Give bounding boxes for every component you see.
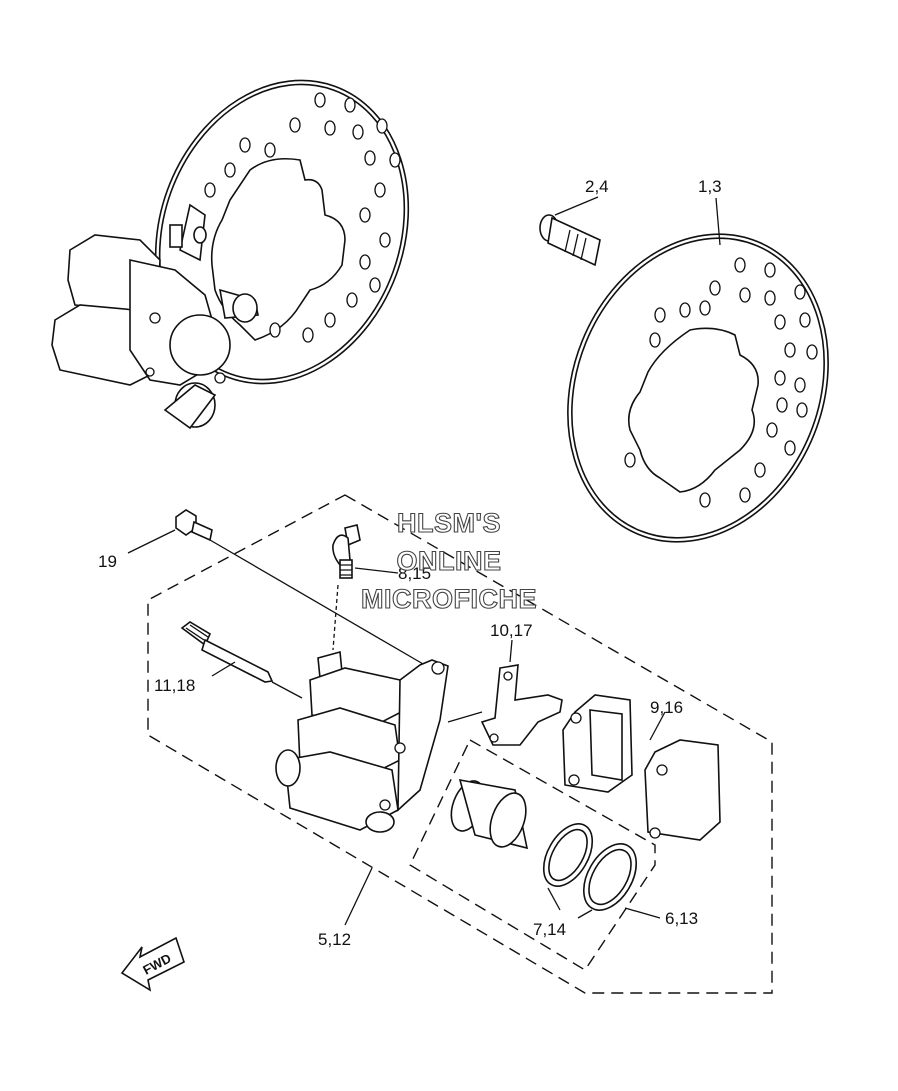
callout-19: 19 <box>98 552 117 571</box>
bleed-valve <box>332 524 361 579</box>
callout-11-18: 11,18 <box>154 676 195 695</box>
assembled-disc-and-caliper <box>51 79 410 430</box>
assembled-caliper <box>51 203 259 430</box>
leader-5-12 <box>344 867 373 926</box>
leader-9-16 <box>649 711 666 741</box>
callout-7-14: 7,14 <box>533 920 566 939</box>
leader-2-4 <box>554 196 599 216</box>
brake-pads <box>562 694 721 841</box>
watermark-line-2: ONLINE <box>396 546 501 576</box>
callout-2-4: 2,4 <box>585 177 609 196</box>
watermark: HLSM'S ONLINE MICROFICHE <box>360 507 537 614</box>
callout-10-17: 10,17 <box>490 621 533 640</box>
bleed-bolt-19 <box>175 509 213 542</box>
seal-kit-outline <box>409 739 656 971</box>
leader-19 <box>127 529 176 554</box>
callout-5-12: 5,12 <box>318 930 351 949</box>
leader-8-15-axis <box>332 584 339 651</box>
caliper-assembly-outline <box>147 494 773 994</box>
leader-8-15 <box>354 567 399 574</box>
leader-7-14b <box>577 909 593 919</box>
disc-bolt <box>539 214 601 267</box>
callout-1-3: 1,3 <box>698 177 722 196</box>
watermark-line-1: HLSM'S <box>397 508 501 538</box>
pad-spring <box>480 664 563 746</box>
callout-8-15: 8,15 <box>398 564 431 583</box>
watermark-line-3: MICROFICHE <box>361 584 537 614</box>
leader-6-13 <box>624 907 661 919</box>
leader-11-18 <box>211 661 236 677</box>
caliper-pin <box>180 621 274 683</box>
caliper-piston <box>450 778 529 850</box>
leader-7-14 <box>547 887 561 911</box>
leader-10-17 <box>509 639 513 663</box>
leader-11-18-axis <box>271 681 303 699</box>
disc-holes <box>624 257 818 508</box>
leader-19-axis <box>209 539 431 669</box>
caliper-body <box>275 650 449 833</box>
leader-1-3 <box>715 197 721 246</box>
leader-10-17-axis <box>447 711 483 723</box>
fwd-arrow: FWD <box>120 936 185 992</box>
brake-disc <box>567 233 829 543</box>
callout-9-16: 9,16 <box>650 698 683 717</box>
piston-seals <box>542 823 638 911</box>
callout-6-13: 6,13 <box>665 909 698 928</box>
